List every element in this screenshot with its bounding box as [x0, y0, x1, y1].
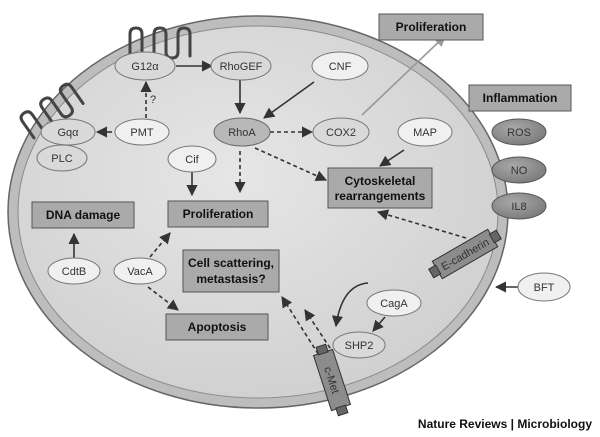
node-cif: Cif — [167, 145, 217, 173]
cif-label: Cif — [185, 154, 199, 166]
svg-text:Cytoskeletal: Cytoskeletal — [345, 174, 416, 188]
svg-text:rearrangements: rearrangements — [335, 189, 426, 203]
journal-footer: Nature Reviews | Microbiology — [418, 417, 592, 431]
node-pmt: PMT — [114, 118, 170, 146]
box-cytoskeletal-rearrangements: Cytoskeletal rearrangements — [327, 167, 433, 209]
node-g12a: G12α — [114, 51, 176, 81]
svg-text:Cell scattering,: Cell scattering, — [188, 256, 274, 270]
il8-label: IL8 — [511, 201, 526, 213]
cnf-label: CNF — [329, 61, 352, 73]
map-label: MAP — [413, 127, 437, 139]
cox2-label: COX2 — [326, 127, 356, 139]
svg-text:DNA damage: DNA damage — [46, 208, 121, 222]
rhoa-label: RhoA — [228, 127, 256, 139]
svg-text:Proliferation: Proliferation — [396, 20, 467, 34]
no-label: NO — [511, 165, 528, 177]
pmt-label: PMT — [130, 127, 154, 139]
node-vaca: VacA — [113, 257, 167, 285]
question-mark: ? — [150, 94, 156, 106]
ros-label: ROS — [507, 127, 531, 139]
svg-text:metastasis?: metastasis? — [196, 272, 265, 286]
svg-text:Apoptosis: Apoptosis — [188, 320, 247, 334]
node-gqa: Gqα — [40, 118, 96, 146]
svg-text:Inflammation: Inflammation — [483, 91, 558, 105]
caga-label: CagA — [380, 298, 408, 310]
box-cell-scattering: Cell scattering, metastasis? — [182, 249, 280, 293]
node-no: NO — [491, 156, 547, 184]
node-rhogef: RhoGEF — [210, 51, 272, 81]
node-caga: CagA — [366, 289, 422, 317]
cdtb-label: CdtB — [62, 266, 86, 278]
node-map: MAP — [397, 117, 453, 147]
node-shp2: SHP2 — [332, 331, 386, 359]
bft-label: BFT — [534, 282, 555, 294]
node-cox2: COX2 — [312, 117, 370, 147]
box-inflammation: Inflammation — [468, 84, 572, 112]
node-plc: PLC — [36, 144, 88, 172]
cmet-protein: c-Met — [312, 343, 352, 417]
shp2-label: SHP2 — [345, 340, 374, 352]
node-il8: IL8 — [491, 192, 547, 220]
node-rhoa: RhoA — [213, 117, 271, 147]
gqa-label: Gqα — [57, 127, 79, 139]
box-proliferation-mid: Proliferation — [167, 200, 269, 228]
node-cnf: CNF — [311, 51, 369, 81]
g12a-label: G12α — [131, 61, 159, 73]
box-dna-damage: DNA damage — [31, 201, 135, 229]
rhogef-label: RhoGEF — [220, 61, 263, 73]
vaca-label: VacA — [127, 266, 153, 278]
plc-label: PLC — [51, 153, 72, 165]
svg-text:Proliferation: Proliferation — [183, 207, 254, 221]
box-proliferation-top: Proliferation — [378, 13, 484, 41]
node-bft: BFT — [517, 272, 571, 302]
node-cdtb: CdtB — [47, 257, 101, 285]
box-apoptosis: Apoptosis — [165, 313, 269, 341]
node-ros: ROS — [491, 118, 547, 146]
